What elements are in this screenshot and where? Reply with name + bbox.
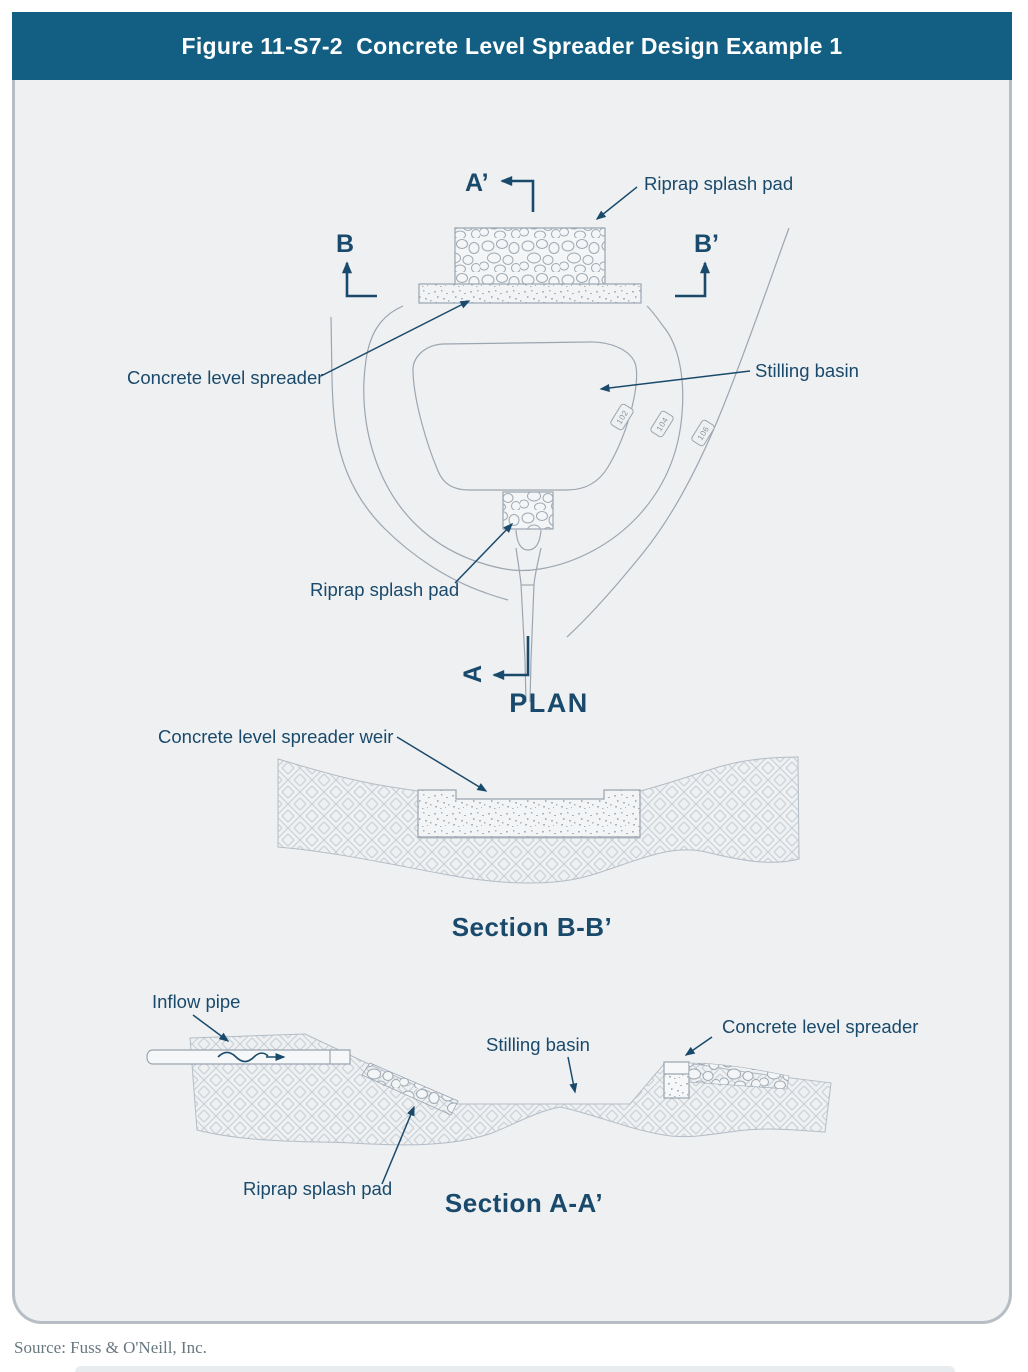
section-cut-b-prime: B’	[675, 230, 719, 298]
plan-label-riprap-bottom: Riprap splash pad	[310, 522, 514, 600]
plan-label-stilling-basin: Stilling basin	[599, 360, 859, 392]
marker-a: A	[459, 665, 487, 683]
section-bb-weir-block	[417, 789, 641, 838]
leader-arrow	[595, 186, 638, 220]
contour-tag-102: 102	[610, 403, 634, 431]
leader-arrow	[454, 522, 514, 584]
section-bb-label-weir: Concrete level spreader weir	[158, 726, 488, 792]
plan-riprap-splash-pad-bottom	[502, 491, 554, 530]
plan-label-riprap-top: Riprap splash pad	[595, 173, 793, 220]
label-stilling-basin: Stilling basin	[486, 1034, 590, 1055]
marker-b-prime: B’	[694, 230, 719, 258]
section-cut-a-prime: A’	[465, 169, 535, 212]
plan-left-contour-line	[330, 316, 509, 601]
plan-view: 102 104 106	[127, 169, 859, 718]
plan-label-concrete-level-spreader: Concrete level spreader	[127, 300, 471, 388]
label-concrete-level-spreader: Concrete level spreader	[127, 367, 323, 388]
plan-concrete-level-spreader-bar	[418, 283, 642, 304]
plan-stilling-basin-outline	[412, 341, 638, 491]
section-aa-view: Inflow pipe Stilling basin Concrete leve…	[146, 991, 918, 1218]
label-riprap-splash-pad-bottom: Riprap splash pad	[310, 579, 459, 600]
contour-tag-104: 104	[650, 410, 674, 438]
plan-outlet-channel	[515, 529, 542, 703]
leader-arrow	[192, 1014, 230, 1042]
plan-title: PLAN	[509, 688, 589, 718]
section-aa-riprap-berm	[688, 1062, 790, 1090]
next-figure-edge	[75, 1366, 955, 1372]
section-bb-ground	[277, 756, 800, 884]
section-aa-label-concrete-level-spreader: Concrete level spreader	[684, 1016, 918, 1056]
plan-berm-outline	[363, 305, 684, 572]
leader-arrow	[396, 736, 488, 792]
label-concrete-level-spreader: Concrete level spreader	[722, 1016, 918, 1037]
section-aa-spreader-block	[663, 1061, 690, 1099]
marker-a-prime: A’	[465, 169, 489, 197]
section-bb-view: Concrete level spreader weir Section B-B…	[158, 726, 800, 942]
source-note: Source: Fuss & O'Neill, Inc.	[14, 1338, 207, 1357]
marker-b: B	[336, 230, 354, 258]
leader-arrow	[684, 1036, 713, 1056]
plan-outer-contour-line	[566, 227, 790, 638]
leader-arrow	[320, 300, 471, 377]
contour-tag-106: 106	[691, 419, 715, 447]
plan-riprap-splash-pad-top	[454, 227, 606, 286]
section-aa-label-inflow-pipe: Inflow pipe	[152, 991, 240, 1042]
flow-direction-symbol	[217, 1051, 286, 1063]
leader-arrow	[381, 1105, 415, 1185]
section-cut-b: B	[336, 230, 377, 298]
leader-arrow	[567, 1056, 578, 1094]
figure-title: Figure 11-S7-2 Concrete Level Spreader D…	[181, 32, 843, 59]
label-inflow-pipe: Inflow pipe	[152, 991, 240, 1012]
label-riprap-splash-pad: Riprap splash pad	[243, 1178, 392, 1199]
section-bb-title: Section B-B’	[452, 912, 613, 942]
section-aa-label-stilling-basin: Stilling basin	[486, 1034, 590, 1094]
label-stilling-basin: Stilling basin	[755, 360, 859, 381]
section-cut-a: A	[459, 636, 530, 683]
section-aa-label-riprap-splash-pad: Riprap splash pad	[243, 1105, 415, 1199]
section-aa-inflow-pipe	[146, 1049, 351, 1065]
label-riprap-splash-pad-top: Riprap splash pad	[644, 173, 793, 194]
section-aa-title: Section A-A’	[445, 1188, 603, 1218]
label-concrete-level-spreader-weir: Concrete level spreader weir	[158, 726, 393, 747]
leader-arrow	[599, 370, 751, 392]
figure-header-bar: Figure 11-S7-2 Concrete Level Spreader D…	[12, 12, 1012, 80]
section-aa-riprap-slope	[361, 1062, 459, 1116]
